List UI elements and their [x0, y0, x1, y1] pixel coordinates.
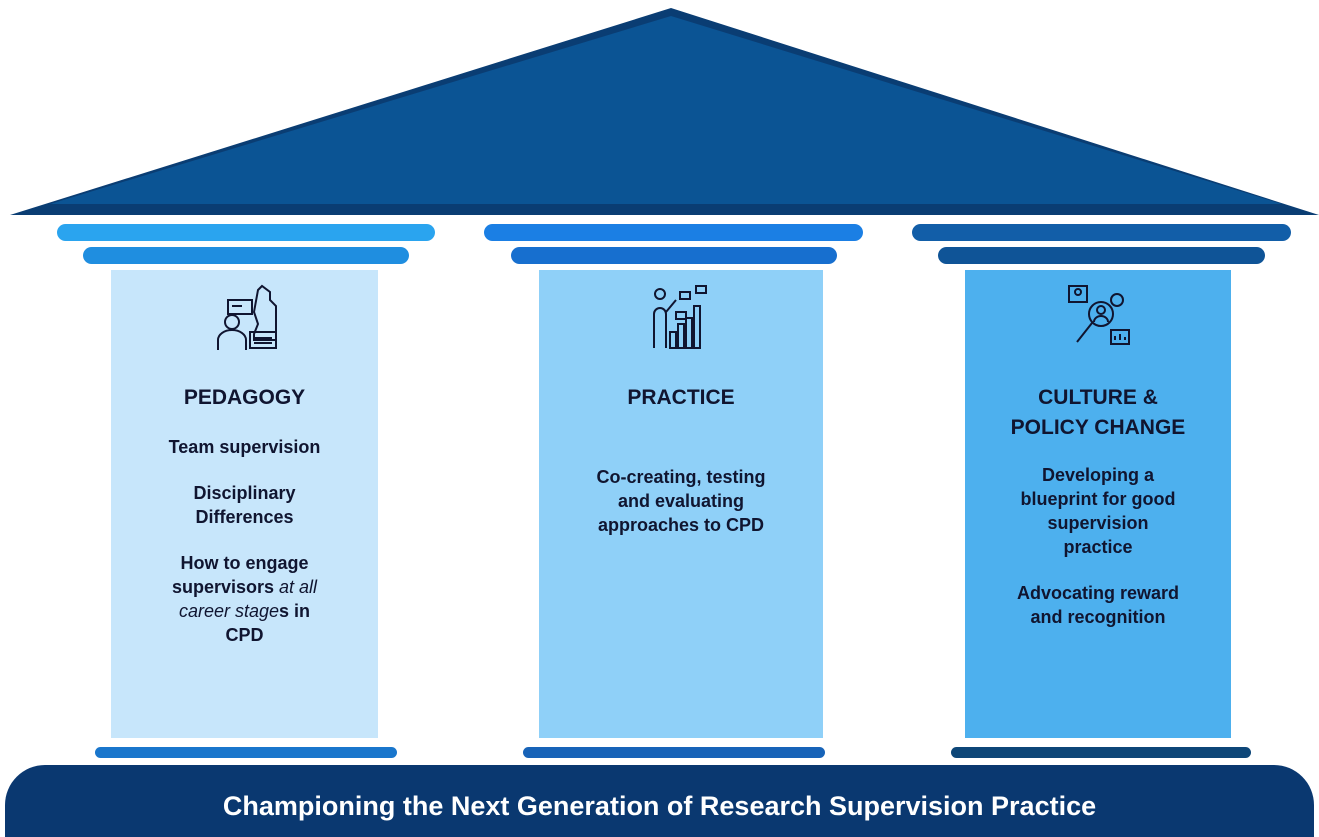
pillar-base — [951, 747, 1251, 758]
pillar-item: Co-creating, testing and evaluating appr… — [596, 467, 766, 535]
pillar-item: Disciplinary Differences — [193, 483, 296, 527]
pillar-capital-top — [484, 224, 863, 241]
pillar-title: PRACTICE — [627, 386, 735, 409]
pillar-capital-bottom — [83, 247, 409, 264]
pillar-practice: PRACTICE Co-creating, testing and evalua… — [539, 270, 823, 738]
presenter-chart-icon — [653, 285, 707, 349]
magnifier-people-icon — [1068, 285, 1130, 345]
foundation-text: Championing the Next Generation of Resea… — [222, 791, 1097, 821]
foundation-banner: Championing the Next Generation of Resea… — [5, 765, 1314, 837]
pillar-capital-top — [57, 224, 435, 241]
pillar-title: CULTURE & POLICY CHANGE — [1010, 386, 1186, 439]
pillar-pedagogy: PEDAGOGY Team supervision Disciplinary D… — [111, 270, 378, 738]
pillar-title: PEDAGOGY — [183, 386, 306, 409]
pillar-item: Developing a blueprint for good supervis… — [1020, 465, 1176, 557]
pillar-capital-bottom — [938, 247, 1265, 264]
item-text: s in CPD — [225, 601, 311, 645]
pillar-item: Advocating reward and recognition — [1016, 583, 1180, 627]
pillar-item: Team supervision — [168, 437, 321, 457]
pillar-base — [95, 747, 397, 758]
item-text: How to engage supervisors — [171, 553, 309, 597]
pillar-base — [523, 747, 825, 758]
item-text-italic: at all career stage — [178, 577, 318, 621]
pillar-capital-bottom — [511, 247, 837, 264]
chess-teacher-icon — [216, 284, 277, 350]
roof — [10, 8, 1319, 215]
pillar-capital-top — [912, 224, 1291, 241]
pillar-culture: CULTURE & POLICY CHANGE Developing a blu… — [965, 270, 1231, 738]
pillar-item: How to engage supervisors at all career … — [111, 551, 378, 647]
